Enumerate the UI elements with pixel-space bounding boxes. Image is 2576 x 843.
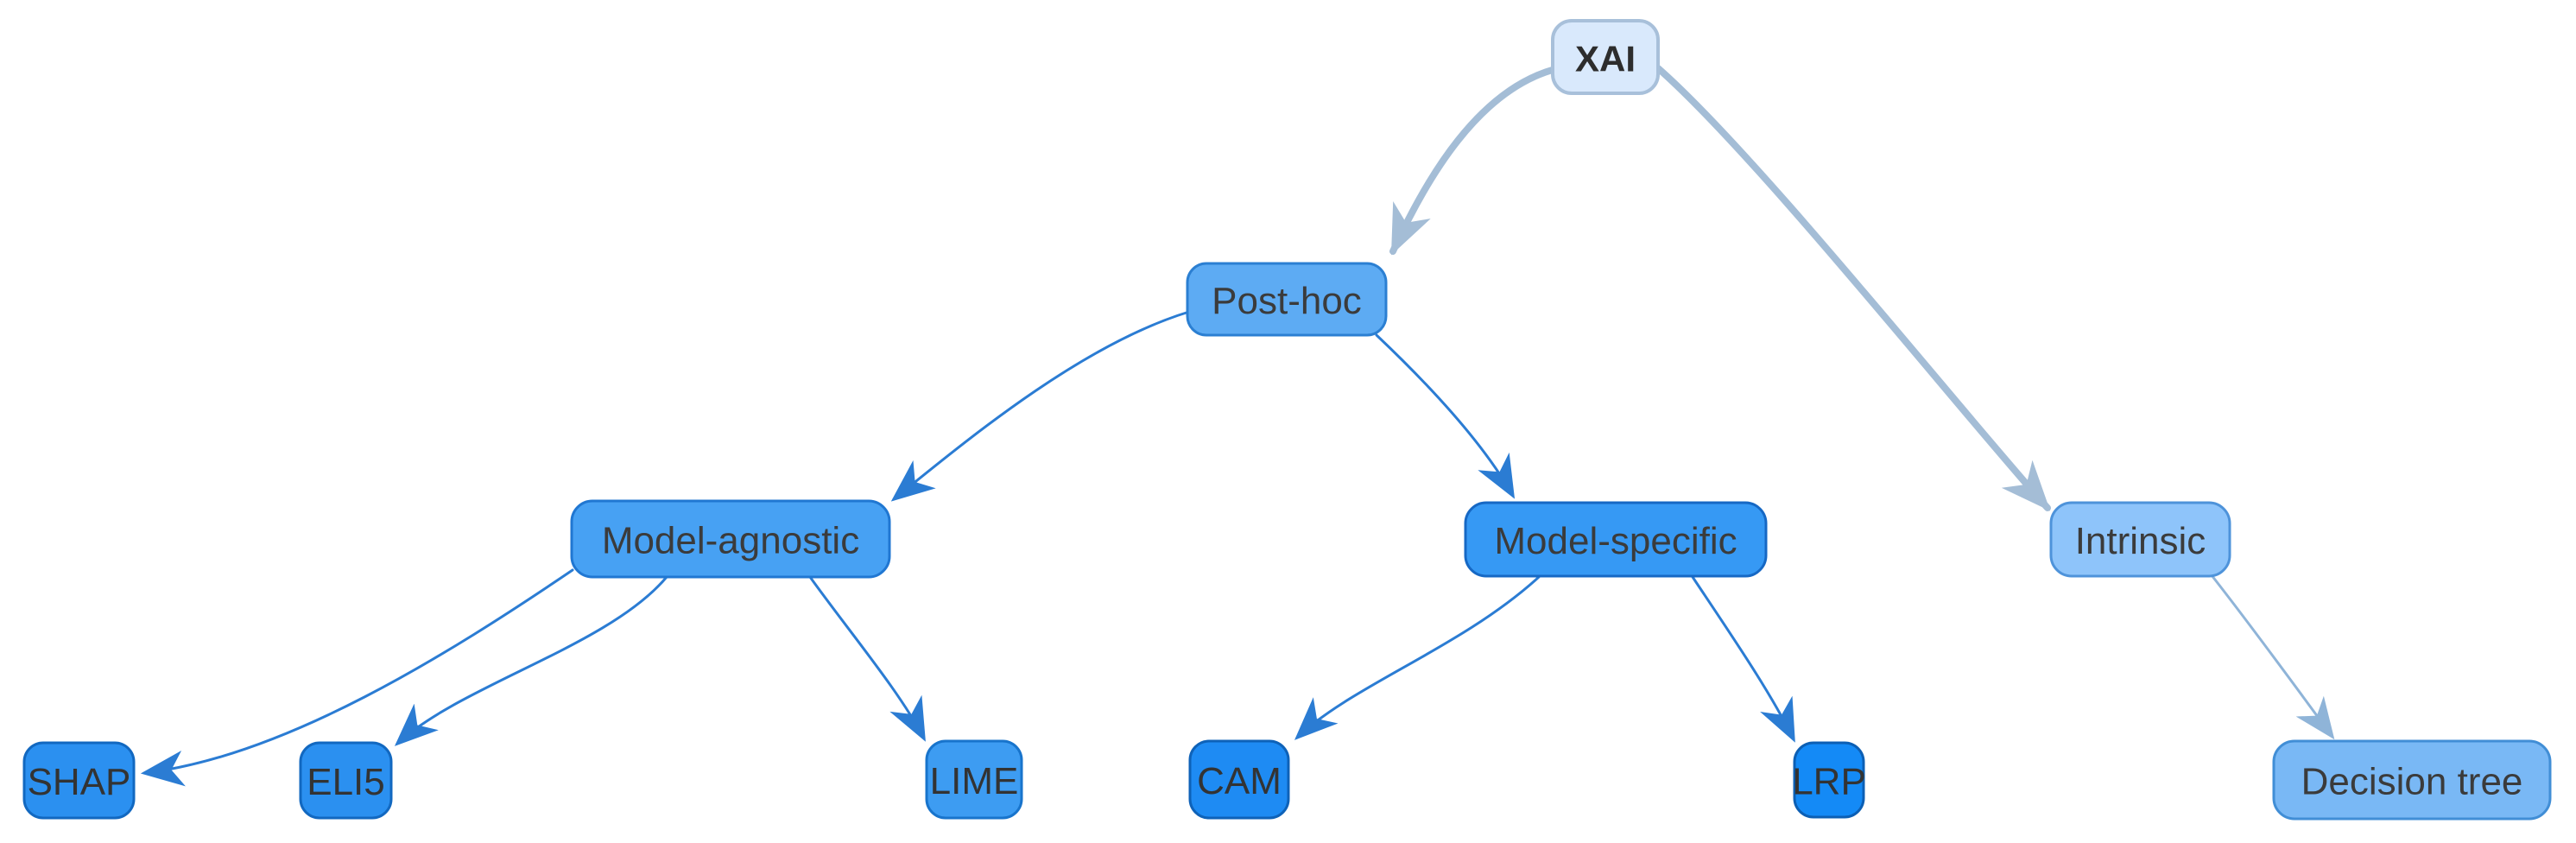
node-posthoc-box — [1186, 262, 1388, 337]
node-decision-tree: Decision tree — [2272, 739, 2552, 821]
node-eli5: ELI5 — [299, 741, 393, 820]
node-intrinsic-box — [2049, 501, 2231, 578]
node-decision-tree-label: Decision tree — [2301, 761, 2523, 803]
node-shap-label: SHAP — [28, 761, 131, 803]
edge-model-agnostic-to-eli5 — [394, 575, 668, 746]
node-cam-label: CAM — [1197, 760, 1282, 802]
node-model-agnostic-label: Model-agnostic — [602, 520, 859, 562]
node-lrp-label: LRP — [1792, 761, 1866, 803]
node-eli5-box — [299, 741, 393, 820]
node-intrinsic: Intrinsic — [2049, 501, 2231, 578]
node-model-specific-label: Model-specific — [1494, 520, 1737, 562]
edge-model-agnostic-to-lime — [808, 575, 926, 742]
node-cam: CAM — [1188, 739, 1290, 820]
node-model-specific: Model-specific — [1464, 501, 1768, 578]
node-decision-tree-box — [2272, 739, 2552, 821]
node-intrinsic-label: Intrinsic — [2075, 520, 2206, 562]
edge-xai-to-posthoc — [1389, 66, 1559, 256]
node-lrp-box — [1793, 741, 1865, 819]
node-shap-box — [22, 741, 136, 820]
edge-posthoc-to-model-agnostic — [890, 310, 1191, 502]
node-posthoc: Post-hoc — [1186, 262, 1388, 337]
node-xai: XAI — [1551, 19, 1660, 95]
node-lrp: LRP — [1792, 741, 1866, 819]
edge-model-agnostic-to-shap — [140, 568, 574, 787]
node-cam-box — [1188, 739, 1290, 820]
node-lime-label: LIME — [930, 760, 1019, 802]
node-xai-label: XAI — [1575, 39, 1636, 79]
edge-xai-to-intrinsic — [1655, 65, 2051, 511]
edge-intrinsic-to-decision-tree — [2210, 574, 2335, 740]
node-eli5-label: ELI5 — [307, 761, 385, 803]
node-model-agnostic-box — [570, 499, 891, 579]
edge-posthoc-to-model-specific — [1375, 333, 1516, 499]
node-model-agnostic: Model-agnostic — [570, 499, 891, 579]
node-model-specific-box — [1464, 501, 1768, 578]
edge-model-specific-to-cam — [1294, 575, 1541, 740]
node-xai-box — [1551, 19, 1660, 95]
node-shap: SHAP — [22, 741, 136, 820]
node-lime: LIME — [925, 739, 1023, 820]
edge-model-specific-to-lrp — [1691, 575, 1795, 743]
node-lime-box — [925, 739, 1023, 820]
node-posthoc-label: Post-hoc — [1212, 280, 1362, 322]
